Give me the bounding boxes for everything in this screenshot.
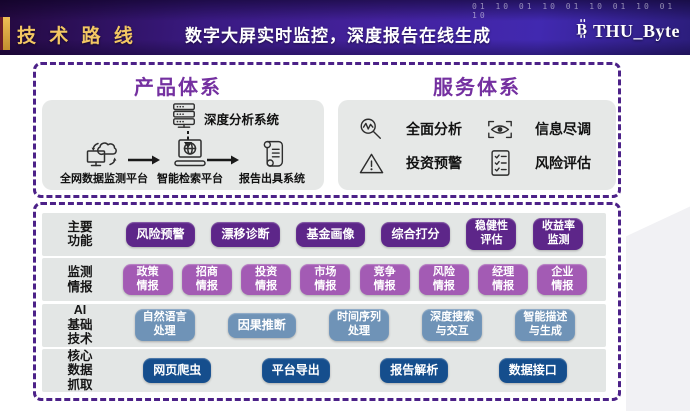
feature-chip: 综合打分 <box>381 221 450 247</box>
page-subtitle: 数字大屏实时监控，深度报告在线生成 <box>185 26 491 46</box>
matrix-row-items: 风险预警漂移诊断基金画像综合打分稳健性 评估收益率 监测 <box>118 218 606 250</box>
scroll-icon <box>259 139 286 169</box>
matrix-row-label: 监测 情报 <box>67 265 93 294</box>
svg-text:B: B <box>576 22 587 39</box>
flow-node-report: 报告出具系统 <box>224 139 320 186</box>
page-title: 技 术 路 线 <box>17 26 137 47</box>
feature-chip: 收益率 监测 <box>533 218 584 250</box>
feature-chip: 平台导出 <box>261 358 330 383</box>
feature-chip: 稳健性 评估 <box>466 218 517 250</box>
feature-chip: 招商 情报 <box>181 263 232 296</box>
feature-chip: 网页爬虫 <box>143 358 212 383</box>
matrix-row-label: AI 基础 技术 <box>67 303 93 347</box>
service-item-analysis: 全面分析 <box>356 112 479 146</box>
matrix-row-items: 网页爬虫 平台导出 报告解析 数据接口 <box>118 358 606 383</box>
matrix-row-data-capture: 核心 数据 抓取 网页爬虫 平台导出 报告解析 数据接口 <box>42 349 606 392</box>
binary-pattern-decoration: 01 10 01 10 01 10 01 10 01 10 <box>472 2 676 20</box>
flow-node-label: 智能检索平台 <box>157 173 223 185</box>
feature-chip: 政策 情报 <box>122 263 173 296</box>
eye-scan-icon <box>485 118 515 141</box>
warning-triangle-icon <box>356 151 386 176</box>
flow-arrow <box>127 153 161 171</box>
feature-chip: 数据接口 <box>498 358 567 383</box>
product-system-title: 产品体系 <box>134 77 222 99</box>
flow-node-label: 报告出具系统 <box>239 173 305 185</box>
product-system-panel: 深度分析系统 <box>42 100 324 190</box>
service-item-duediligence: 信息尽调 <box>485 112 608 146</box>
service-system-panel: 全面分析 信息尽调 <box>338 100 616 190</box>
flow-arrow <box>206 153 240 171</box>
feature-chip: 基金画像 <box>296 221 365 247</box>
feature-matrix: 主要 功能风险预警漂移诊断基金画像综合打分稳健性 评估收益率 监测监测 情报政策… <box>33 202 621 401</box>
flow-node-label: 全网数据监测平台 <box>60 173 148 185</box>
matrix-row-label: 主要 功能 <box>67 219 93 248</box>
feature-chip: 因果推断 <box>227 312 296 338</box>
magnifier-wave-icon <box>356 116 386 142</box>
service-grid: 全面分析 信息尽调 <box>338 100 616 190</box>
server-icon <box>170 102 198 136</box>
deep-analysis-label: 深度分析系统 <box>204 113 280 127</box>
logo: B THU_Byte <box>575 18 680 44</box>
matrix-row-main-functions: 主要 功能风险预警漂移诊断基金画像综合打分稳健性 评估收益率 监测 <box>42 212 606 256</box>
header-bar: 技 术 路 线 数字大屏实时监控，深度报告在线生成 01 10 01 10 01… <box>0 0 690 55</box>
feature-chip: 投资 情报 <box>241 263 292 296</box>
background-swoosh <box>626 206 690 411</box>
flow-node-retrieval: 智能检索平台 <box>142 139 238 186</box>
feature-chip: 经理 情报 <box>478 263 529 296</box>
monitor-cloud-icon <box>86 139 122 169</box>
service-item-label: 风险评估 <box>535 155 591 171</box>
feature-chip: 风险 情报 <box>418 263 469 296</box>
service-item-label: 投资预警 <box>406 155 462 171</box>
matrix-row-items: 政策 情报招商 情报投资 情报市场 情报竞争 情报风险 情报经理 情报企业 情报 <box>118 263 606 296</box>
systems-section: 产品体系 服务体系 深度分析系统 <box>33 62 621 198</box>
matrix-row-monitor-intel: 监测 情报政策 情报招商 情报投资 情报市场 情报竞争 情报风险 情报经理 情报… <box>42 258 606 301</box>
feature-chip: 竞争 情报 <box>359 263 410 296</box>
feature-chip: 风险预警 <box>126 221 195 247</box>
matrix-row-items: 自然语言 处理 因果推断 时间序列 处理 深度搜索 与交互智能描述 与生成 <box>118 309 606 341</box>
feature-chip: 自然语言 处理 <box>134 309 195 341</box>
service-item-risk: 风险评估 <box>485 146 608 180</box>
matrix-row-label: 核心 数据 抓取 <box>67 348 93 392</box>
feature-chip: 深度搜索 与交互 <box>422 309 483 341</box>
matrix-row-ai-tech: AI 基础 技术 自然语言 处理 因果推断 时间序列 处理 深度搜索 与交互智能描述 与… <box>42 303 606 347</box>
feature-chip: 智能描述 与生成 <box>515 309 576 341</box>
feature-chip: 漂移诊断 <box>211 221 280 247</box>
service-item-warning: 投资预警 <box>356 146 479 180</box>
feature-chip: 时间序列 处理 <box>328 309 389 341</box>
flow-node-monitoring: 全网数据监测平台 <box>46 139 162 186</box>
feature-chip: 市场 情报 <box>300 263 351 296</box>
service-item-label: 全面分析 <box>406 121 462 137</box>
feature-chip: 报告解析 <box>380 358 449 383</box>
checklist-icon <box>485 149 515 177</box>
service-system-title: 服务体系 <box>433 77 521 99</box>
feature-chip: 企业 情报 <box>537 263 588 296</box>
title-accent-bar <box>0 17 10 50</box>
logo-text: THU_Byte <box>593 20 680 41</box>
service-item-label: 信息尽调 <box>535 121 591 137</box>
laptop-globe-icon <box>172 139 208 169</box>
bitcoin-icon: B <box>575 18 590 44</box>
